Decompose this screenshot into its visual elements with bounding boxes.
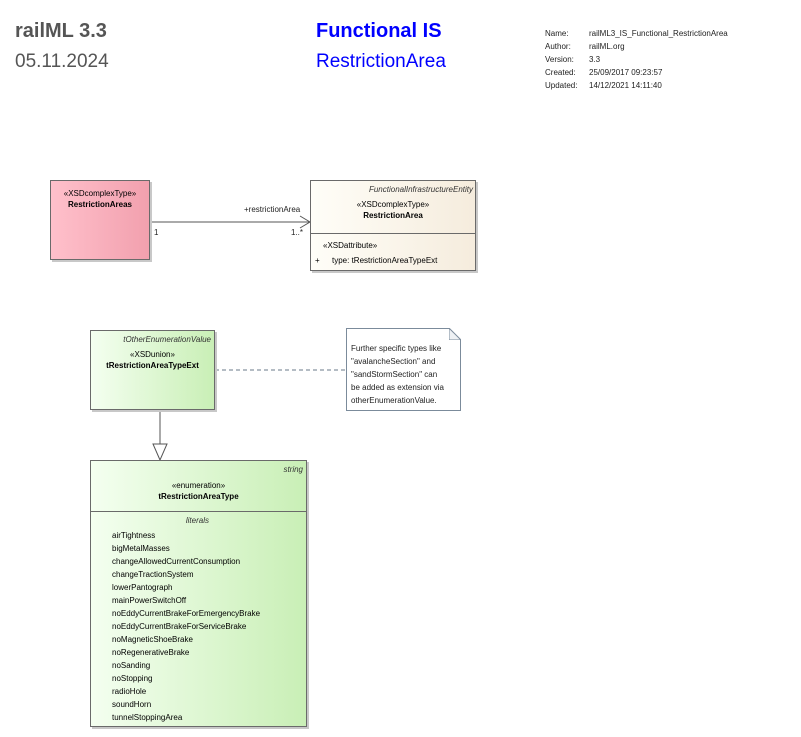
parent-class-tag: tOtherEnumerationValue <box>123 335 211 344</box>
diagram-metadata: Name: railML3_IS_Functional_RestrictionAr… <box>545 27 728 92</box>
meta-value: railML3_IS_Functional_RestrictionArea <box>589 29 728 38</box>
enum-literal[interactable]: noRegenerativeBrake <box>112 648 190 657</box>
meta-row-created: Created: 25/09/2017 09:23:57 <box>545 66 728 79</box>
enum-restriction-area-type[interactable]: string «enumeration» tRestrictionAreaTyp… <box>90 460 307 727</box>
note-line: be added as extension via <box>351 383 444 392</box>
enum-literal[interactable]: noSanding <box>112 661 151 670</box>
meta-key: Version: <box>545 55 574 64</box>
meta-row-name: Name: railML3_IS_Functional_RestrictionAr… <box>545 27 728 40</box>
enum-literal[interactable]: changeTractionSystem <box>112 570 194 579</box>
meta-key: Author: <box>545 42 571 51</box>
enum-literal[interactable]: radioHole <box>112 687 147 696</box>
attribute-type[interactable]: type: tRestrictionAreaTypeExt <box>332 256 438 265</box>
attribute-stereotype: «XSDattribute» <box>323 241 378 250</box>
note-line: "sandStormSection" can <box>351 370 438 379</box>
class-restriction-areas[interactable]: «XSDcomplexType» RestrictionAreas <box>50 180 150 260</box>
class-stereotype: «XSDunion» <box>130 350 175 359</box>
meta-row-author: Author: railML.org <box>545 40 728 53</box>
meta-key: Updated: <box>545 81 578 90</box>
enum-literal[interactable]: mainPowerSwitchOff <box>112 596 187 605</box>
class-stereotype: «XSDcomplexType» <box>63 189 137 198</box>
extension-note[interactable]: Further specific types like "avalancheSe… <box>346 328 461 411</box>
class-restriction-area-type-ext[interactable]: tOtherEnumerationValue «XSDunion» tRestr… <box>90 330 215 410</box>
enum-literal[interactable]: lowerPantograph <box>112 583 173 592</box>
enum-literal[interactable]: airTightness <box>112 531 156 540</box>
meta-key: Name: <box>545 29 569 38</box>
enum-literal[interactable]: changeAllowedCurrentConsumption <box>112 557 241 566</box>
enum-literal[interactable]: noEddyCurrentBrakeForEmergencyBrake <box>112 609 261 618</box>
parent-class-tag: string <box>283 465 303 474</box>
meta-row-version: Version: 3.3 <box>545 53 728 66</box>
enum-name: tRestrictionAreaType <box>158 492 239 501</box>
compartment-divider <box>311 233 475 234</box>
compartment-divider <box>91 511 306 512</box>
class-name: RestrictionArea <box>363 211 423 220</box>
class-name: tRestrictionAreaTypeExt <box>106 361 199 370</box>
meta-row-updated: Updated: 14/12/2021 14:11:40 <box>545 79 728 92</box>
literals-label: literals <box>185 516 209 525</box>
meta-value: 25/09/2017 09:23:57 <box>589 68 663 77</box>
meta-value: railML.org <box>589 42 625 51</box>
document-title: railML 3.3 <box>15 20 107 42</box>
enum-literal[interactable]: noMagneticShoeBrake <box>112 635 193 644</box>
literals-list: airTightness bigMetalMasses changeAllowe… <box>112 529 260 724</box>
association-role-label: +restrictionArea <box>244 205 301 214</box>
note-line: Further specific types like <box>351 344 442 353</box>
enum-stereotype: «enumeration» <box>171 481 226 490</box>
note-line: "avalancheSection" and <box>351 357 436 366</box>
enum-literal[interactable]: tunnelStoppingArea <box>112 713 183 722</box>
package-title: Functional IS <box>316 20 442 42</box>
meta-value: 3.3 <box>589 55 601 64</box>
note-fold-corner <box>449 328 461 340</box>
meta-key: Created: <box>545 68 576 77</box>
source-multiplicity: 1 <box>154 228 159 237</box>
target-multiplicity: 1..* <box>291 228 304 237</box>
parent-class-tag: FunctionalInfrastructureEntity <box>368 185 473 194</box>
enum-literal[interactable]: bigMetalMasses <box>112 544 170 553</box>
class-restriction-area[interactable]: FunctionalInfrastructureEntity «XSDcompl… <box>310 180 476 271</box>
diagram-title: RestrictionArea <box>316 51 446 72</box>
attribute-visibility: + <box>315 256 320 265</box>
generalization-arrowhead <box>152 443 168 462</box>
enum-literal[interactable]: soundHorn <box>112 700 152 709</box>
meta-value: 14/12/2021 14:11:40 <box>589 81 662 90</box>
enum-literal[interactable]: noStopping <box>112 674 153 683</box>
class-stereotype: «XSDcomplexType» <box>356 200 430 209</box>
class-name: RestrictionAreas <box>67 200 133 209</box>
note-line: otherEnumerationValue. <box>351 396 437 405</box>
document-date: 05.11.2024 <box>15 51 109 72</box>
enum-literal[interactable]: noEddyCurrentBrakeForServiceBrake <box>112 622 247 631</box>
